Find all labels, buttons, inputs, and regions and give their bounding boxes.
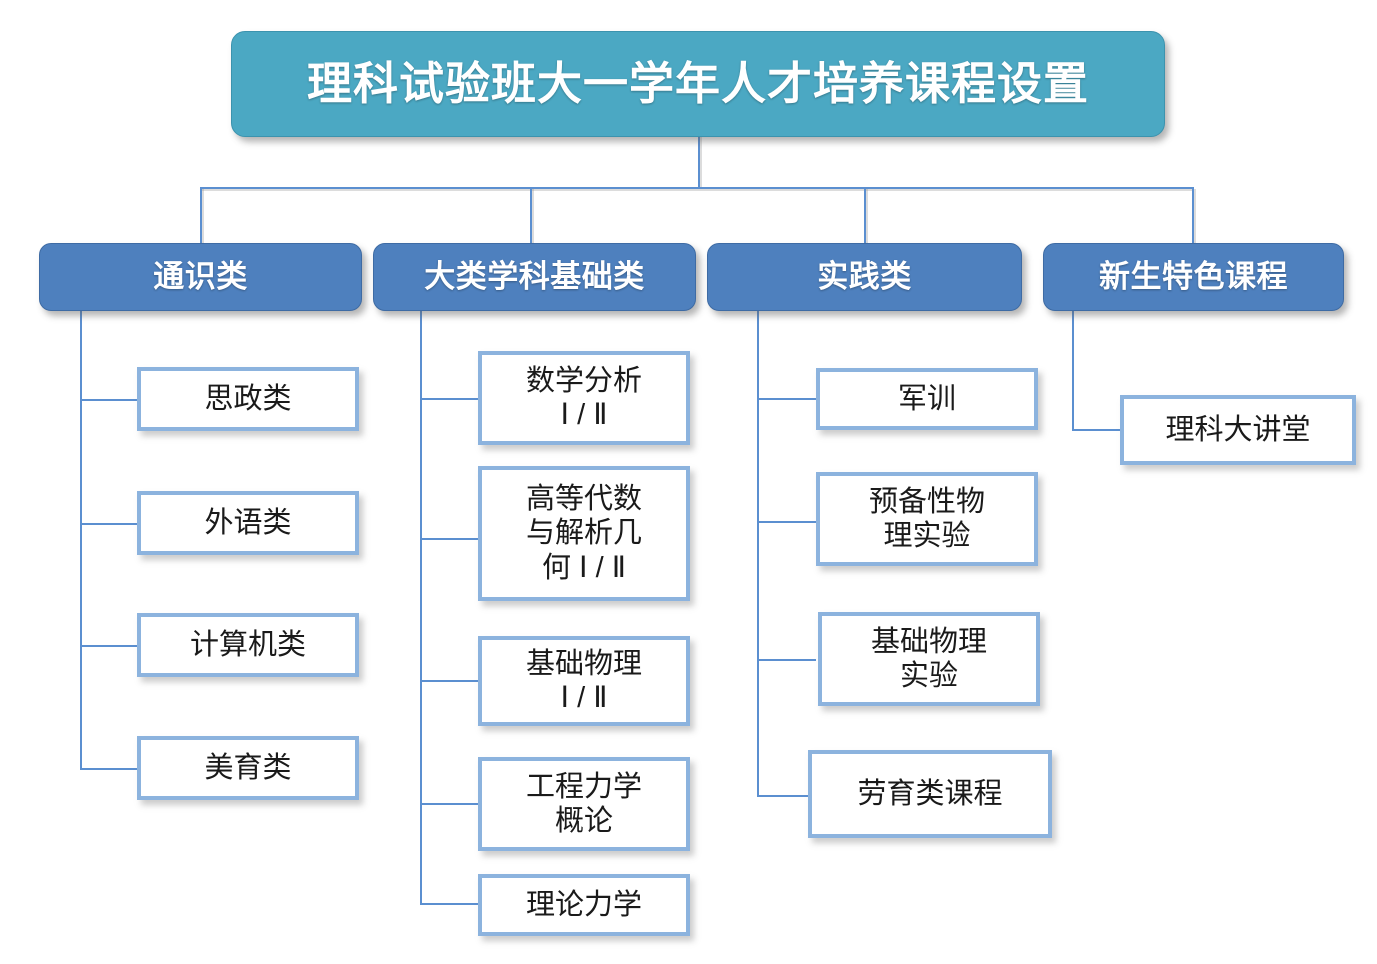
connector-stub-3-1 — [757, 398, 816, 400]
leaf-node-advanced-algebra-label: 高等代数 与解析几 何 Ⅰ / Ⅱ — [525, 483, 642, 584]
connector-spine-4 — [1072, 310, 1074, 431]
root-node-label: 理科试验班大一学年人才培养课程设置 — [306, 58, 1089, 110]
connector-stub-2-2 — [420, 538, 478, 540]
connector-stub-1-1 — [80, 399, 137, 401]
leaf-node-science-lecture-hall-label: 理科大讲堂 — [1165, 413, 1311, 446]
connector-stub-2-4 — [420, 803, 478, 805]
leaf-node-military-training[interactable]: 军训 — [816, 368, 1038, 430]
leaf-node-foreign-language-label: 外语类 — [204, 506, 292, 539]
connector-drop-2-shadow — [532, 189, 534, 245]
leaf-node-basic-physics[interactable]: 基础物理 Ⅰ / Ⅱ — [478, 636, 690, 726]
leaf-node-math-analysis[interactable]: 数学分析 Ⅰ / Ⅱ — [478, 351, 690, 445]
leaf-node-basic-physics-lab[interactable]: 基础物理 实验 — [818, 612, 1040, 706]
connector-drop-3-shadow — [866, 189, 868, 245]
connector-bus — [200, 187, 1192, 189]
leaf-node-basic-physics-lab-label: 基础物理 实验 — [870, 625, 987, 692]
category-node-practice-label: 实践类 — [817, 259, 912, 295]
connector-trunk-shadow — [700, 136, 702, 189]
leaf-node-prep-physics-lab-label: 预备性物 理实验 — [868, 485, 985, 552]
connector-stub-4-1 — [1072, 429, 1127, 431]
category-node-general[interactable]: 通识类 — [39, 243, 362, 311]
leaf-node-computer[interactable]: 计算机类 — [137, 613, 359, 677]
connector-stub-3-2 — [757, 521, 816, 523]
leaf-node-theoretical-mechanics[interactable]: 理论力学 — [478, 874, 690, 936]
connector-bus-shadow — [202, 189, 1194, 191]
connector-trunk — [698, 134, 700, 187]
connector-stub-3-4 — [757, 795, 816, 797]
leaf-node-labor-education[interactable]: 劳育类课程 — [808, 750, 1052, 838]
leaf-node-sizheng-label: 思政类 — [204, 382, 292, 415]
leaf-node-engineering-mechanics[interactable]: 工程力学 概论 — [478, 757, 690, 851]
connector-spine-2 — [420, 310, 422, 904]
leaf-node-prep-physics-lab[interactable]: 预备性物 理实验 — [816, 472, 1038, 566]
connector-drop-2 — [530, 187, 532, 243]
category-node-practice[interactable]: 实践类 — [707, 243, 1022, 311]
leaf-node-military-training-label: 军训 — [897, 382, 956, 415]
connector-stub-1-2 — [80, 523, 137, 525]
connector-stub-2-3 — [420, 680, 478, 682]
connector-spine-1 — [80, 310, 82, 770]
connector-drop-4 — [1192, 187, 1194, 243]
connector-stub-3-3 — [757, 659, 816, 661]
leaf-node-foreign-language[interactable]: 外语类 — [137, 491, 359, 555]
category-node-discipline-basics[interactable]: 大类学科基础类 — [373, 243, 696, 311]
category-node-freshman-featured-label: 新生特色课程 — [1099, 259, 1288, 295]
connector-drop-1-shadow — [202, 189, 204, 245]
connector-drop-1 — [200, 187, 202, 243]
leaf-node-advanced-algebra[interactable]: 高等代数 与解析几 何 Ⅰ / Ⅱ — [478, 466, 690, 601]
connector-drop-3 — [864, 187, 866, 243]
leaf-node-aesthetic-education[interactable]: 美育类 — [137, 736, 359, 800]
leaf-node-science-lecture-hall[interactable]: 理科大讲堂 — [1120, 395, 1356, 465]
leaf-node-math-analysis-label: 数学分析 Ⅰ / Ⅱ — [525, 364, 642, 431]
category-node-general-label: 通识类 — [153, 259, 248, 295]
leaf-node-aesthetic-education-label: 美育类 — [204, 751, 292, 784]
connector-stub-1-3 — [80, 645, 137, 647]
leaf-node-engineering-mechanics-label: 工程力学 概论 — [525, 770, 642, 837]
category-node-discipline-basics-label: 大类学科基础类 — [424, 259, 645, 295]
connector-stub-2-1 — [420, 398, 478, 400]
connector-spine-3 — [757, 310, 759, 797]
category-node-freshman-featured[interactable]: 新生特色课程 — [1043, 243, 1344, 311]
leaf-node-labor-education-label: 劳育类课程 — [857, 777, 1003, 810]
connector-stub-2-5 — [420, 903, 478, 905]
leaf-node-theoretical-mechanics-label: 理论力学 — [525, 888, 642, 921]
leaf-node-basic-physics-label: 基础物理 Ⅰ / Ⅱ — [525, 647, 642, 714]
leaf-node-computer-label: 计算机类 — [189, 628, 306, 661]
leaf-node-sizheng[interactable]: 思政类 — [137, 367, 359, 431]
connector-stub-1-4 — [80, 768, 137, 770]
connector-drop-4-shadow — [1194, 189, 1196, 245]
root-node[interactable]: 理科试验班大一学年人才培养课程设置 — [231, 31, 1165, 137]
